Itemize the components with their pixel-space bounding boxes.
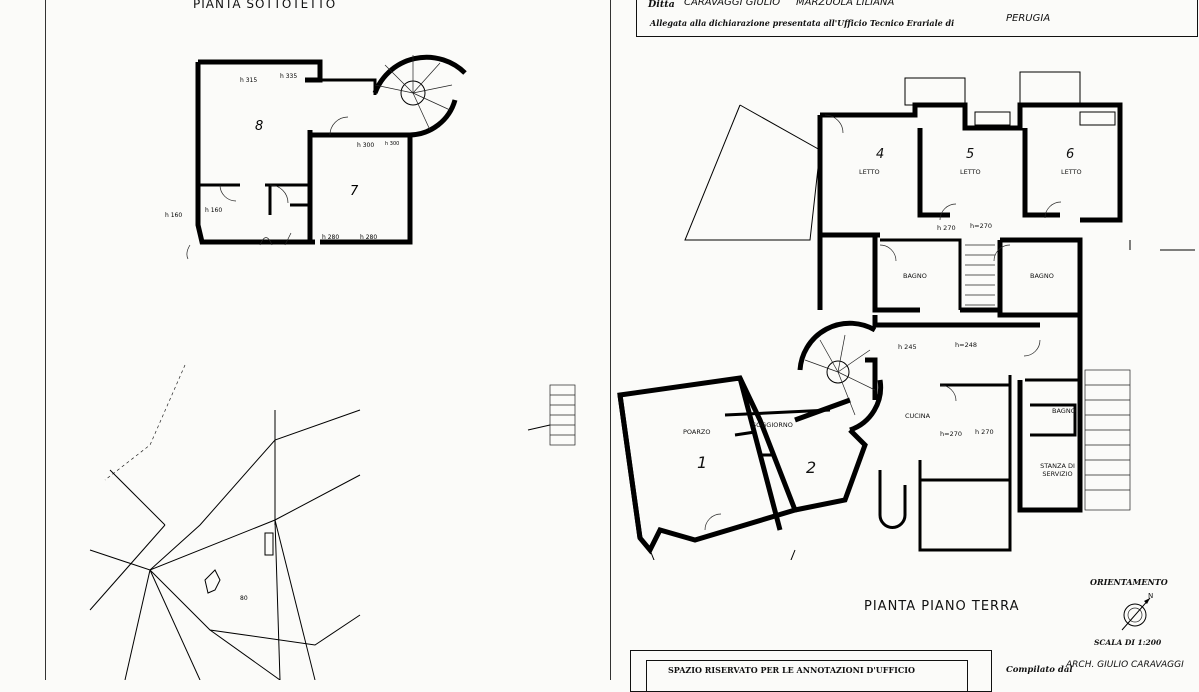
ditta-label: Ditta <box>648 0 675 10</box>
room-6-label: LETTO <box>1061 168 1082 176</box>
allegata-text: Allegata alla dichiarazione presentata a… <box>650 18 955 28</box>
room-5-label: LETTO <box>960 168 981 176</box>
office-notes-text: SPAZIO RISERVATO PER LE ANNOTAZIONI D'UF… <box>668 665 915 675</box>
height-label-1: h 270 <box>937 224 956 232</box>
ditta-value: CARAVAGGI GIULIO MARZUOLA LILIANA <box>684 0 895 8</box>
compass-rose <box>1121 597 1151 631</box>
room-1-label: POARZO <box>683 428 711 436</box>
svg-text:7: 7 <box>350 184 359 199</box>
stanza-servizio-label: STANZA DI SERVIZIO <box>1040 462 1075 478</box>
height-label-3: h 245 <box>898 343 917 351</box>
svg-text:h 280: h 280 <box>360 234 377 241</box>
ground-plan-title: PIANTA PIANO TERRA <box>864 599 1020 614</box>
svg-text:h 160: h 160 <box>165 212 182 219</box>
scale-label: SCALA DI 1:200 <box>1094 638 1162 647</box>
svg-text:80: 80 <box>240 595 248 602</box>
svg-text:h 335: h 335 <box>280 73 297 80</box>
compilato-value: ARCH. GIULIO CARAVAGGI <box>1066 660 1184 670</box>
height-label-6: h 270 <box>975 428 994 436</box>
room-6-number: 6 <box>1066 147 1075 162</box>
city-value: PERUGIA <box>1006 13 1051 24</box>
center-divider-line <box>610 0 611 680</box>
room-4-number: 4 <box>876 147 885 162</box>
room-1-number: 1 <box>697 453 708 472</box>
left-margin-line <box>45 0 46 680</box>
height-label-5: h=270 <box>940 430 962 438</box>
room-5-number: 5 <box>966 147 975 162</box>
attic-floor-plan: h 315 h 335 h 300 h 300 h 160 h 160 h 28… <box>165 54 467 260</box>
svg-text:h 300: h 300 <box>385 141 399 147</box>
svg-text:h 280: h 280 <box>322 234 339 241</box>
attic-plan-title: PIANTA SOTTOTETTO <box>193 0 337 11</box>
ground-floor-plan <box>527 71 1195 560</box>
svg-text:h 300: h 300 <box>357 142 374 149</box>
svg-text:h 315: h 315 <box>240 77 257 84</box>
cucina-label: CUCINA <box>905 412 931 420</box>
room-4-label: LETTO <box>859 168 880 176</box>
room-2-number: 2 <box>806 458 817 477</box>
site-location-map: 80 <box>89 364 361 680</box>
header-box <box>636 0 1198 37</box>
bagno-1-label: BAGNO <box>903 272 927 280</box>
bagno-2-label: BAGNO <box>1030 272 1054 280</box>
svg-text:8: 8 <box>255 119 263 134</box>
compass-north-label: N <box>1148 592 1154 600</box>
bagno-3-label: BAGNO <box>1052 407 1076 415</box>
svg-text:h 160: h 160 <box>205 207 222 214</box>
height-label-2: h=270 <box>970 222 992 230</box>
orientation-title: ORIENTAMENTO <box>1090 577 1168 587</box>
room-2-label: SOGGIORNO <box>752 421 793 429</box>
compilato-label: Compilato dal <box>1006 665 1073 675</box>
height-label-4: h=248 <box>955 341 977 349</box>
